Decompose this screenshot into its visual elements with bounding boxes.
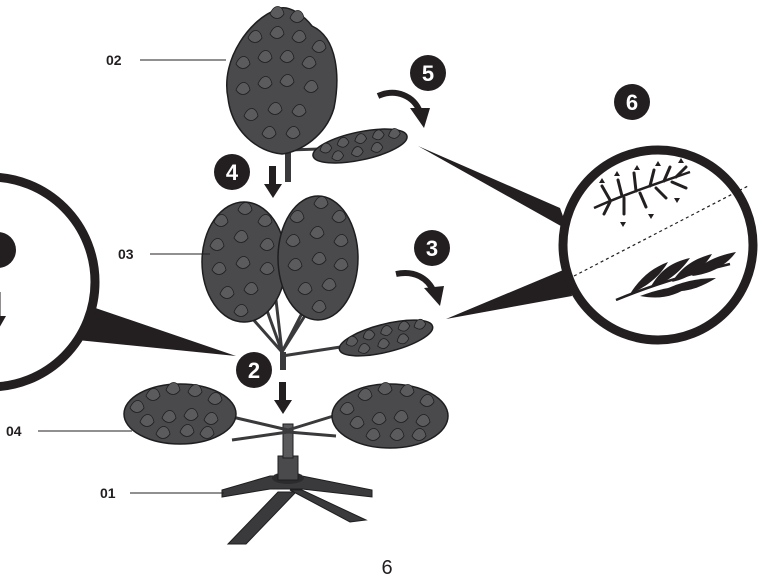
part-label-01: 01	[100, 485, 116, 501]
middle-tree-section	[202, 196, 436, 370]
step-badge-6: 6	[614, 84, 650, 120]
step-number: 2	[248, 358, 260, 383]
curved-arrow-icon	[396, 273, 444, 306]
step-badge-4: 4	[214, 154, 250, 190]
step-number: 3	[426, 236, 438, 261]
step-number: 6	[626, 90, 638, 115]
step-badge-3: 3	[414, 230, 450, 266]
step-badge-2: 2	[236, 352, 272, 388]
curved-arrow-icon	[378, 93, 430, 128]
tree-stand	[222, 424, 372, 544]
step-number: 5	[422, 61, 434, 86]
step-number: 4	[226, 160, 239, 185]
part-label-04: 04	[6, 423, 22, 439]
down-arrow-icon	[274, 382, 292, 414]
fluffing-detail-callout	[418, 146, 753, 340]
down-arrow-icon	[264, 166, 282, 198]
part-label-02: 02	[106, 52, 122, 68]
step-badge-5: 5	[410, 55, 446, 91]
page-number: 6	[381, 557, 392, 579]
part-label-03: 03	[118, 246, 134, 262]
left-detail-callout	[0, 177, 236, 387]
